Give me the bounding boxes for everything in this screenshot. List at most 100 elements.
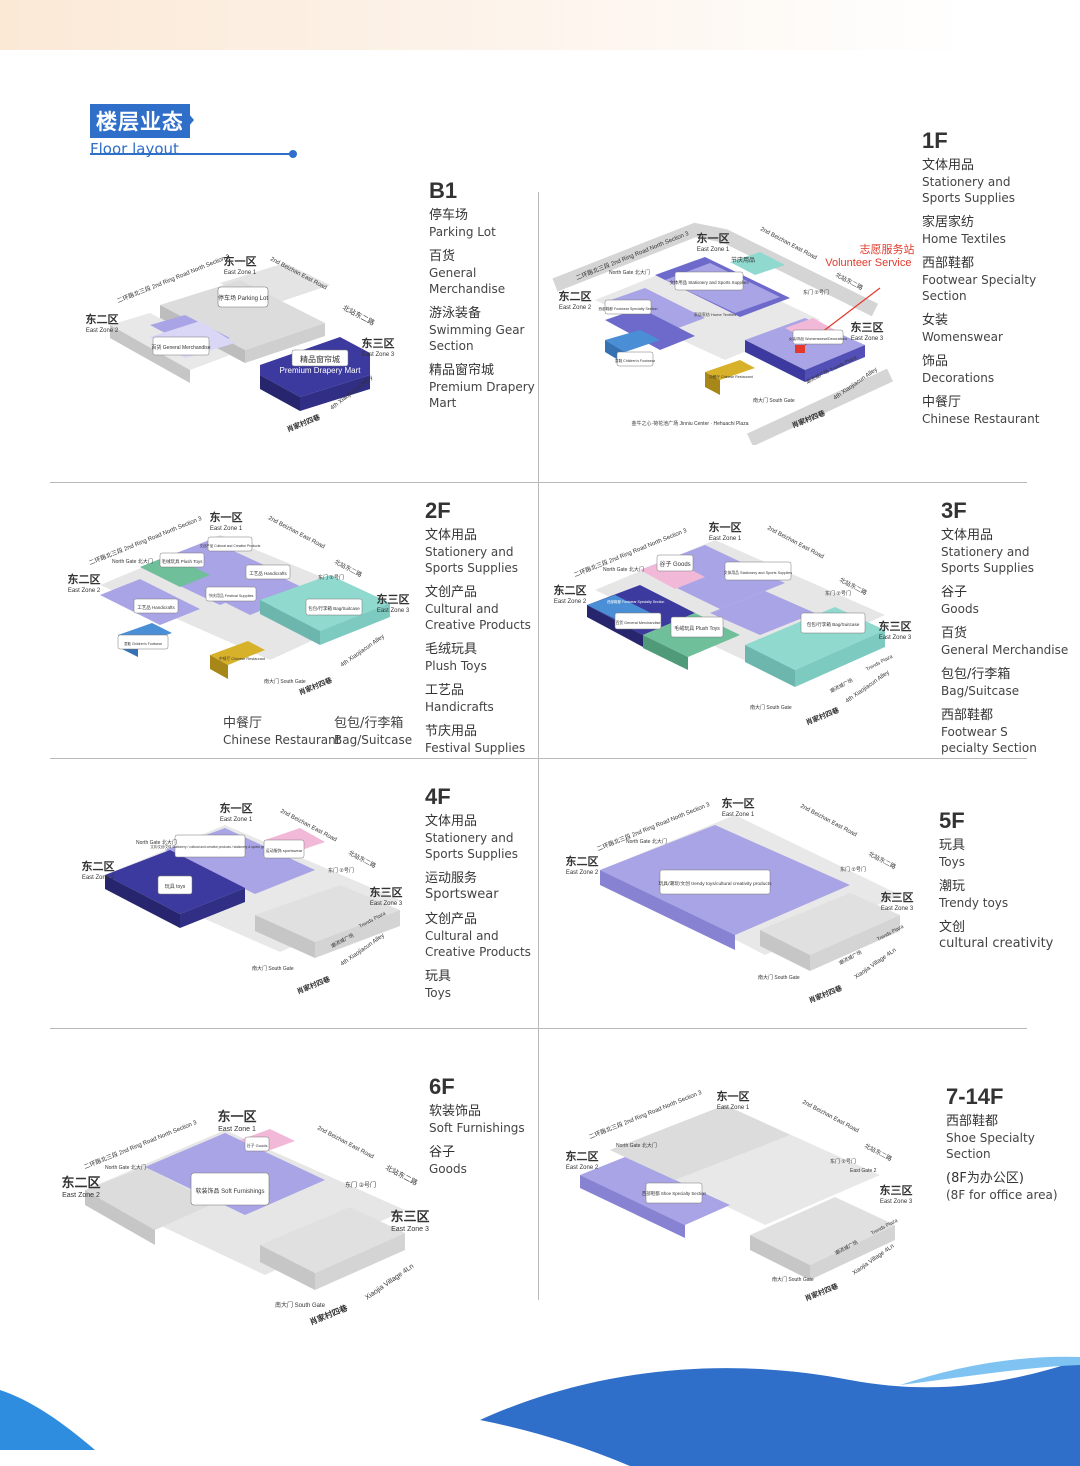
legend-cn: 精品窗帘城: [429, 363, 495, 378]
bottom-wave-left: [0, 1390, 95, 1450]
zone-label: East Zone 2: [68, 588, 101, 594]
zone-label: 东二区: [554, 583, 587, 597]
map-label-box: [245, 564, 291, 580]
map-label-box: [159, 552, 205, 568]
legend-cn: 文体用品: [425, 528, 478, 543]
map-label: 中餐厅 Chinese Restaurant: [709, 374, 753, 379]
map-label: 谷子 Goods: [247, 1142, 268, 1148]
road-label: 2nd Beizhan East Road: [766, 525, 824, 560]
map-block: [320, 603, 390, 645]
zone-label: East Zone 1: [717, 1105, 750, 1111]
zone-label: 东三区: [881, 890, 914, 904]
map-label: 西部鞋都 Shoe Specialty Section: [642, 1190, 706, 1197]
zone-label: East Zone 2: [82, 875, 115, 881]
zone-label: 东二区: [559, 289, 592, 303]
zone-label: East Zone 3: [362, 352, 395, 358]
map-label-box: [656, 554, 694, 572]
map-label: 女装/饰品 Womenswear/Decorations: [789, 336, 848, 341]
gate-label: North Gate 北大门: [112, 558, 153, 565]
legend-cn: 游泳装备: [429, 306, 482, 321]
map-1f: 志愿服务站 Volunteer Service Station 文体用品 Sta…: [552, 222, 915, 445]
section-title: 楼层业态 Floor layout: [90, 104, 194, 158]
legend-cn: 谷子: [941, 585, 968, 600]
floor-label-7-14f: 7-14F: [946, 1084, 1004, 1109]
legend-cn: 文创产品: [425, 912, 478, 927]
map-label-box: [190, 1172, 270, 1206]
legend-cn: 软装饰品: [429, 1104, 482, 1119]
map-label-box: [157, 875, 193, 895]
map-label-box: [674, 271, 744, 291]
legend-cn: 工艺品: [425, 683, 465, 698]
legend-en: Goods: [941, 602, 979, 616]
legend-cn: 运动服务: [425, 871, 478, 886]
map-block: [315, 1233, 405, 1290]
map-label-box: [133, 598, 179, 614]
legend-en: Premium Drapery Mart: [429, 380, 535, 410]
map-label: 软装饰品 Soft Furnishings: [195, 1187, 264, 1195]
legend-cn: 潮玩: [939, 879, 966, 894]
road-label: Trends Plaza: [865, 654, 894, 673]
map-label: 包包/行李箱 Bag/Suitcase: [807, 621, 860, 628]
floor-label-2f: 2F: [425, 498, 451, 523]
map-block: [760, 930, 810, 971]
map-block: [605, 308, 695, 350]
legend-en: Toys: [939, 855, 965, 869]
zone-label: East Zone 3: [881, 906, 914, 912]
zone-label: East Zone 3: [879, 635, 912, 641]
zone-label: 东三区: [377, 592, 410, 606]
zone-label: East Zone 3: [851, 336, 884, 342]
floor-label-6f: 6F: [429, 1074, 455, 1099]
legend-cn: 节庆用品: [425, 724, 478, 739]
zone-label: East Zone 3: [391, 1226, 429, 1233]
legend-en: Bag/Suitcase: [941, 684, 1020, 698]
road-label: 北站东二路: [347, 849, 377, 870]
map-block: [795, 630, 885, 687]
floor-label-3f: 3F: [941, 498, 967, 523]
zone-label: East Zone 1: [224, 270, 257, 276]
map-block: [745, 645, 795, 687]
zone-label: East Zone 1: [709, 536, 742, 542]
legend-en: Womenswear: [922, 330, 1003, 344]
legend-cn: 谷子: [429, 1145, 456, 1160]
map-block: [810, 915, 900, 971]
legend-cn: 文创产品: [425, 585, 478, 600]
zone-label: 东二区: [68, 572, 101, 586]
map-label: 文体用品 Stationery and Sports Supplies: [669, 279, 749, 286]
zone-label: 东三区: [390, 1209, 429, 1224]
zone-label: 东二区: [566, 1149, 599, 1163]
service-marker: [795, 345, 805, 353]
legend-item: 精品窗帘城 Premium Drapery Mart: [429, 363, 537, 411]
legend-cn: (8F为办公区): [946, 1171, 1024, 1186]
floor-label-5f: 5F: [939, 808, 965, 833]
legend-en: General Merchandise: [941, 643, 1069, 657]
gate-label: North Gate 北大门: [603, 566, 644, 573]
legend-cn: 包包/行李箱: [941, 667, 1011, 682]
legend-en: Shoe Specialty Section: [946, 1131, 1035, 1161]
gate-label: North Gate 北大门: [105, 1164, 146, 1171]
map-b1: 停车场 Parking Lot 百货 General Merchandise 精…: [86, 252, 395, 434]
map-label-box: [244, 1136, 270, 1152]
map-label: 中餐厅 Chinese Restaurant: [219, 656, 266, 661]
map-block: [643, 635, 688, 670]
floor-label-4f: 4F: [425, 784, 451, 809]
legend-en: Footwear Specialty Section: [922, 273, 1037, 303]
legend-2f-extra-1: 中餐厅 Chinese Restaurant: [223, 716, 340, 748]
map-block: [210, 655, 228, 679]
gate-label: North Gate 北大门: [136, 839, 177, 846]
zone-label: East Zone 2: [559, 305, 592, 311]
map-block: [140, 555, 210, 587]
map-label: 家居家纺 Home Textiles: [694, 311, 736, 317]
road-label: 2nd Beizhan East Road: [801, 1099, 859, 1134]
legend-en: Soft Furnishings: [429, 1121, 525, 1135]
